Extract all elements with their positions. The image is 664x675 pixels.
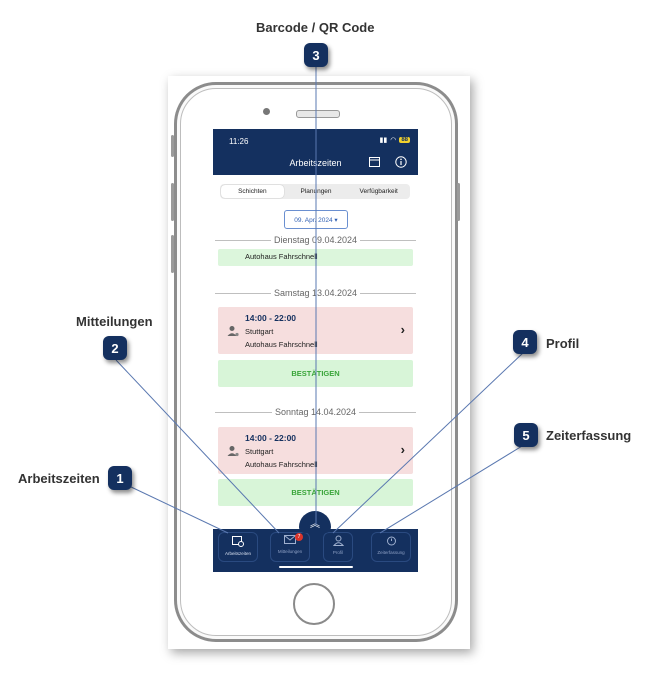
home-button[interactable] bbox=[293, 583, 335, 625]
tab-profil[interactable]: Profil bbox=[323, 532, 353, 562]
callout-label-barcode: Barcode / QR Code bbox=[256, 20, 375, 35]
calendar-clock-icon bbox=[219, 535, 257, 551]
notification-badge: 7 bbox=[295, 533, 303, 541]
callout-badge-5: 5 bbox=[514, 423, 538, 447]
callout-badge-1: 1 bbox=[108, 466, 132, 490]
tab-label: Profil bbox=[332, 550, 344, 555]
battery-icon: 88 bbox=[399, 137, 410, 143]
home-indicator bbox=[279, 566, 353, 568]
callout-label-mitteilungen: Mitteilungen bbox=[76, 314, 153, 329]
stopwatch-icon bbox=[372, 535, 410, 550]
status-time: 11:26 bbox=[229, 137, 249, 146]
shift-time: 14:00 - 22:00 bbox=[245, 313, 297, 323]
volume-down-button bbox=[171, 235, 174, 273]
person-icon bbox=[324, 535, 352, 550]
callout-badge-4: 4 bbox=[513, 330, 537, 354]
tab-arbeitszeiten[interactable]: Arbeitszeiten bbox=[218, 532, 258, 562]
callout-label-zeiterfassung: Zeiterfassung bbox=[546, 428, 632, 443]
status-icons: ▮▮ ◠ 88 bbox=[379, 136, 410, 144]
company-name: Autohaus Fahrschnell bbox=[245, 252, 318, 261]
chevron-right-icon: › bbox=[400, 442, 405, 457]
bottom-tab-bar: Arbeitszeiten 7 Mitteilungen Profil Zeit… bbox=[213, 529, 418, 572]
calendar-icon[interactable] bbox=[369, 156, 381, 168]
company-name: Autohaus Fahrschnell bbox=[245, 340, 318, 349]
callout-badge-3: 3 bbox=[304, 43, 328, 67]
callout-label-arbeitszeiten: Arbeitszeiten bbox=[18, 471, 100, 486]
barcode-scan-button[interactable]: ︽ bbox=[299, 511, 331, 533]
chevron-right-icon: › bbox=[400, 322, 405, 337]
tab-label: Mitteilungen bbox=[277, 549, 303, 554]
tab-label: Arbeitszeiten bbox=[224, 551, 251, 556]
signal-icon: ▮▮ bbox=[379, 137, 388, 144]
tab-schichten[interactable]: Schichten bbox=[221, 185, 284, 198]
tab-label: Zeiterfassung bbox=[377, 550, 405, 555]
earpiece-speaker bbox=[296, 110, 340, 118]
wifi-icon: ◠ bbox=[390, 137, 397, 144]
shift-city: Stuttgart bbox=[245, 327, 274, 336]
shift-time: 14:00 - 22:00 bbox=[245, 433, 297, 443]
callout-badge-2: 2 bbox=[103, 336, 127, 360]
person-pin-icon bbox=[227, 445, 239, 457]
info-icon[interactable] bbox=[395, 156, 407, 168]
company-name: Autohaus Fahrschnell bbox=[245, 460, 318, 469]
tab-zeiterfassung[interactable]: Zeiterfassung bbox=[371, 532, 411, 562]
shift-city: Stuttgart bbox=[245, 447, 274, 456]
volume-up-button bbox=[171, 183, 174, 221]
tab-verfuegbarkeit[interactable]: Verfügbarkeit bbox=[359, 188, 398, 195]
tab-mitteilungen[interactable]: 7 Mitteilungen bbox=[270, 532, 310, 562]
front-camera bbox=[263, 108, 270, 115]
power-button bbox=[457, 183, 460, 221]
person-pin-icon bbox=[227, 325, 239, 337]
chevron-up-icon: ︽ bbox=[310, 518, 320, 530]
callout-label-profil: Profil bbox=[546, 336, 580, 351]
mute-switch bbox=[171, 135, 174, 157]
